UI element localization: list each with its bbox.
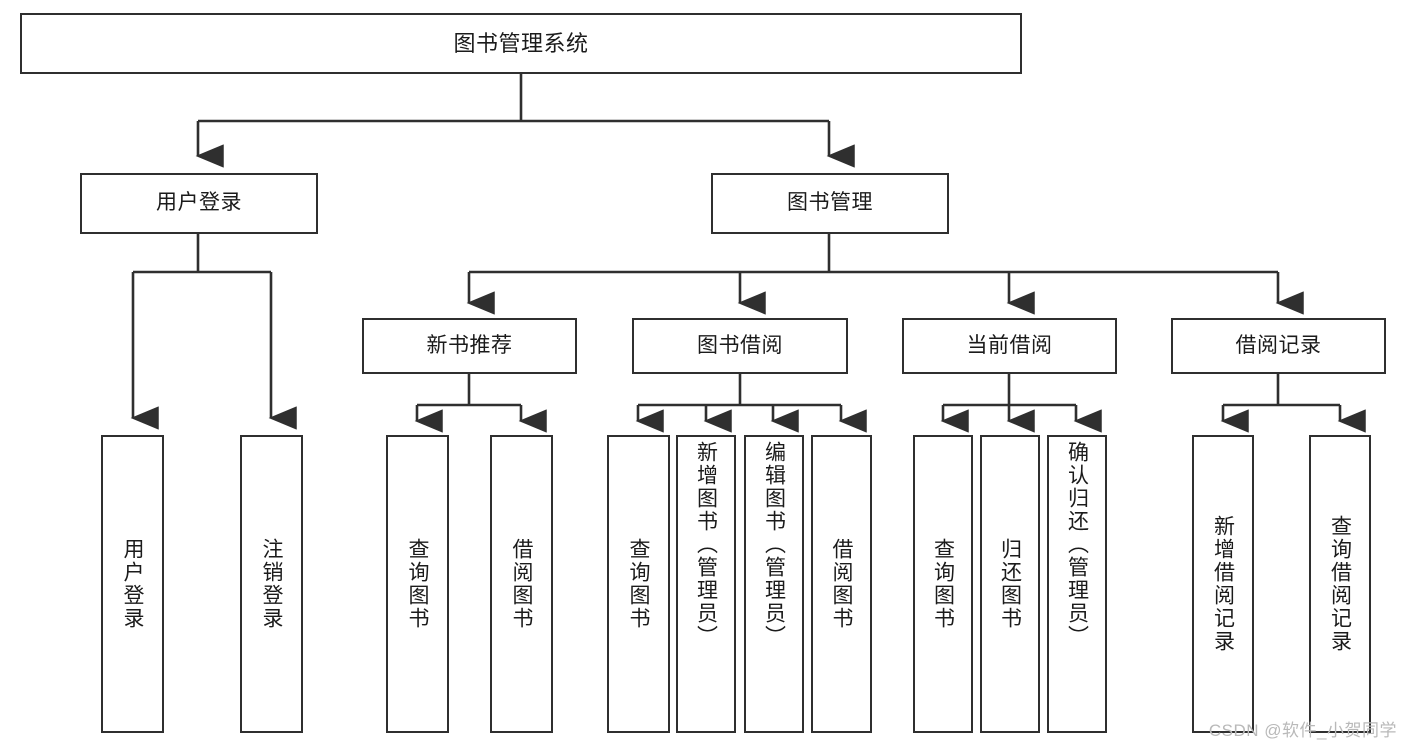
node-label: 查询图书 — [406, 538, 430, 630]
node-user-login[interactable]: 用户登录 — [80, 173, 318, 234]
node-label: 借阅图书 — [830, 538, 854, 630]
node-label: 查询图书 — [627, 538, 651, 630]
node-root-system[interactable]: 图书管理系统 — [20, 13, 1022, 74]
leaf-query-borrow-record[interactable]: 查询借阅记录 — [1309, 435, 1371, 733]
node-current-borrow[interactable]: 当前借阅 — [902, 318, 1117, 374]
leaf-logout-login[interactable]: 注销登录 — [240, 435, 303, 733]
node-label: 注销登录 — [260, 538, 284, 630]
leaf-return-book[interactable]: 归还图书 — [980, 435, 1040, 733]
leaf-borrow-book-borrow[interactable]: 借阅图书 — [811, 435, 872, 733]
node-book-management[interactable]: 图书管理 — [711, 173, 949, 234]
node-label: 编辑图书（管理员） — [762, 441, 786, 648]
node-borrow-record[interactable]: 借阅记录 — [1171, 318, 1386, 374]
leaf-add-book[interactable]: 新增图书（管理员） — [676, 435, 736, 733]
leaf-query-book-recommend[interactable]: 查询图书 — [386, 435, 449, 733]
node-book-borrow[interactable]: 图书借阅 — [632, 318, 848, 374]
leaf-user-login[interactable]: 用户登录 — [101, 435, 164, 733]
node-label: 借阅记录 — [1235, 333, 1322, 357]
leaf-query-book-current[interactable]: 查询图书 — [913, 435, 973, 733]
node-label: 当前借阅 — [966, 333, 1053, 357]
node-label: 用户登录 — [156, 191, 242, 215]
node-label: 新增图书（管理员） — [694, 441, 718, 648]
node-new-book-recommend[interactable]: 新书推荐 — [362, 318, 577, 374]
node-label: 用户登录 — [121, 538, 145, 630]
node-label: 新增借阅记录 — [1211, 515, 1235, 653]
node-label: 借阅图书 — [510, 538, 534, 630]
leaf-edit-book[interactable]: 编辑图书（管理员） — [744, 435, 804, 733]
node-label: 新书推荐 — [426, 333, 513, 357]
node-label: 图书管理 — [787, 191, 873, 215]
node-label: 查询图书 — [931, 538, 955, 630]
node-label: 归还图书 — [998, 538, 1022, 630]
node-label: 查询借阅记录 — [1328, 515, 1352, 653]
csdn-watermark: CSDN @软件_小贺同学 — [1208, 721, 1397, 740]
node-label: 确认归还（管理员） — [1065, 441, 1089, 648]
leaf-borrow-book-recommend[interactable]: 借阅图书 — [490, 435, 553, 733]
node-label: 图书管理系统 — [453, 30, 589, 56]
node-label: 图书借阅 — [697, 333, 783, 357]
leaf-query-book-borrow[interactable]: 查询图书 — [607, 435, 670, 733]
leaf-confirm-return[interactable]: 确认归还（管理员） — [1047, 435, 1107, 733]
leaf-add-borrow-record[interactable]: 新增借阅记录 — [1192, 435, 1254, 733]
